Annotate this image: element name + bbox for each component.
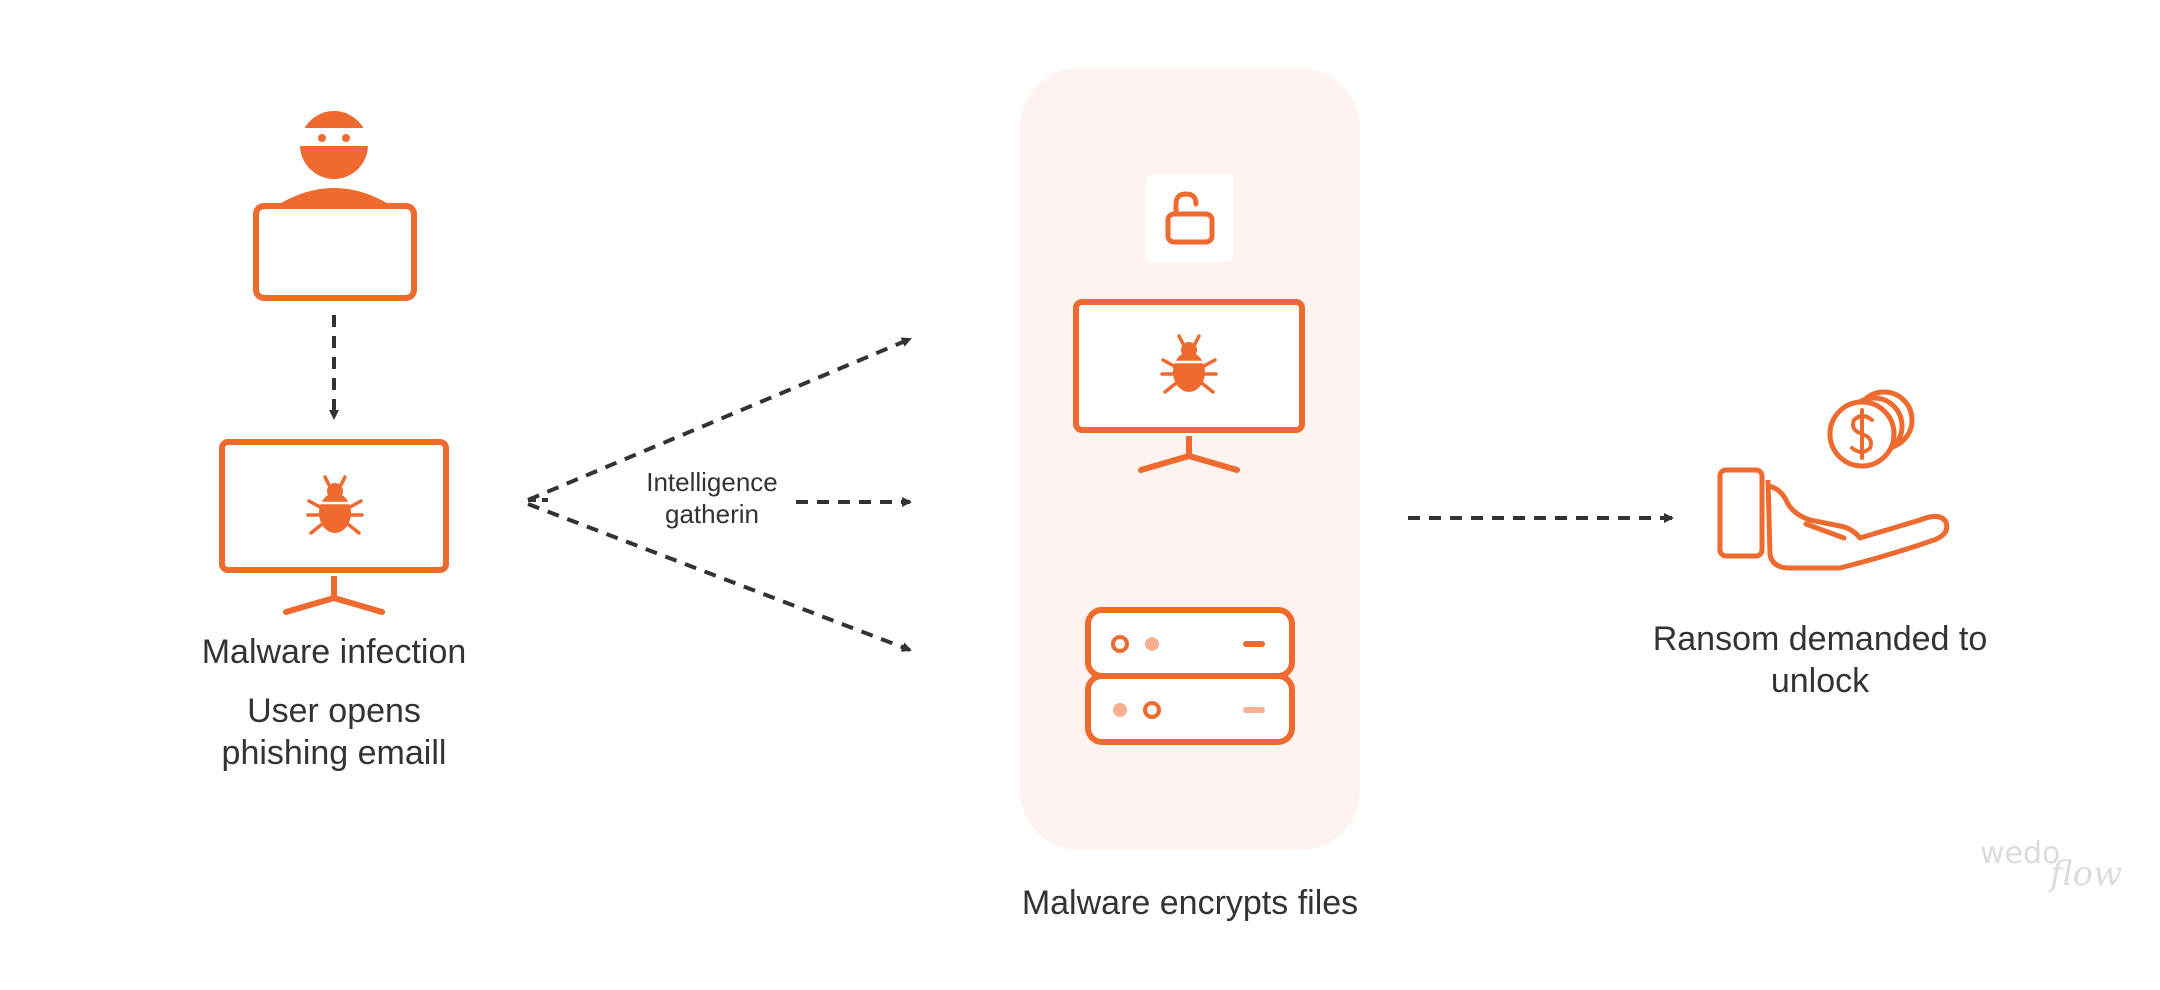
wedoflow-logo: wedo flow — [1980, 836, 2123, 894]
intelligence-label-line1: Intelligence — [646, 467, 778, 497]
malware-encrypts-title: Malware encrypts files — [1021, 884, 1359, 922]
server-icon — [1085, 607, 1295, 745]
infected-monitor-icon — [219, 439, 449, 615]
ransom-title-line2: unlock — [1770, 662, 1870, 700]
intelligence-label-line2: gatherin — [665, 499, 759, 529]
arrow-lower — [527, 502, 912, 652]
malware-infection-subtitle-line2: phishing emaill — [221, 734, 447, 772]
ransom-title-line1: Ransom demanded to — [1652, 620, 1988, 658]
hand-coins-icon — [1717, 389, 1950, 571]
unlock-icon — [1146, 174, 1234, 262]
infected-monitor-icon — [1073, 299, 1305, 473]
arrow-upper — [527, 337, 912, 502]
malware-infection-title: Malware infection — [201, 633, 467, 671]
hacker-icon — [253, 111, 417, 301]
malware-infection-subtitle-line1: User opens — [247, 692, 421, 730]
